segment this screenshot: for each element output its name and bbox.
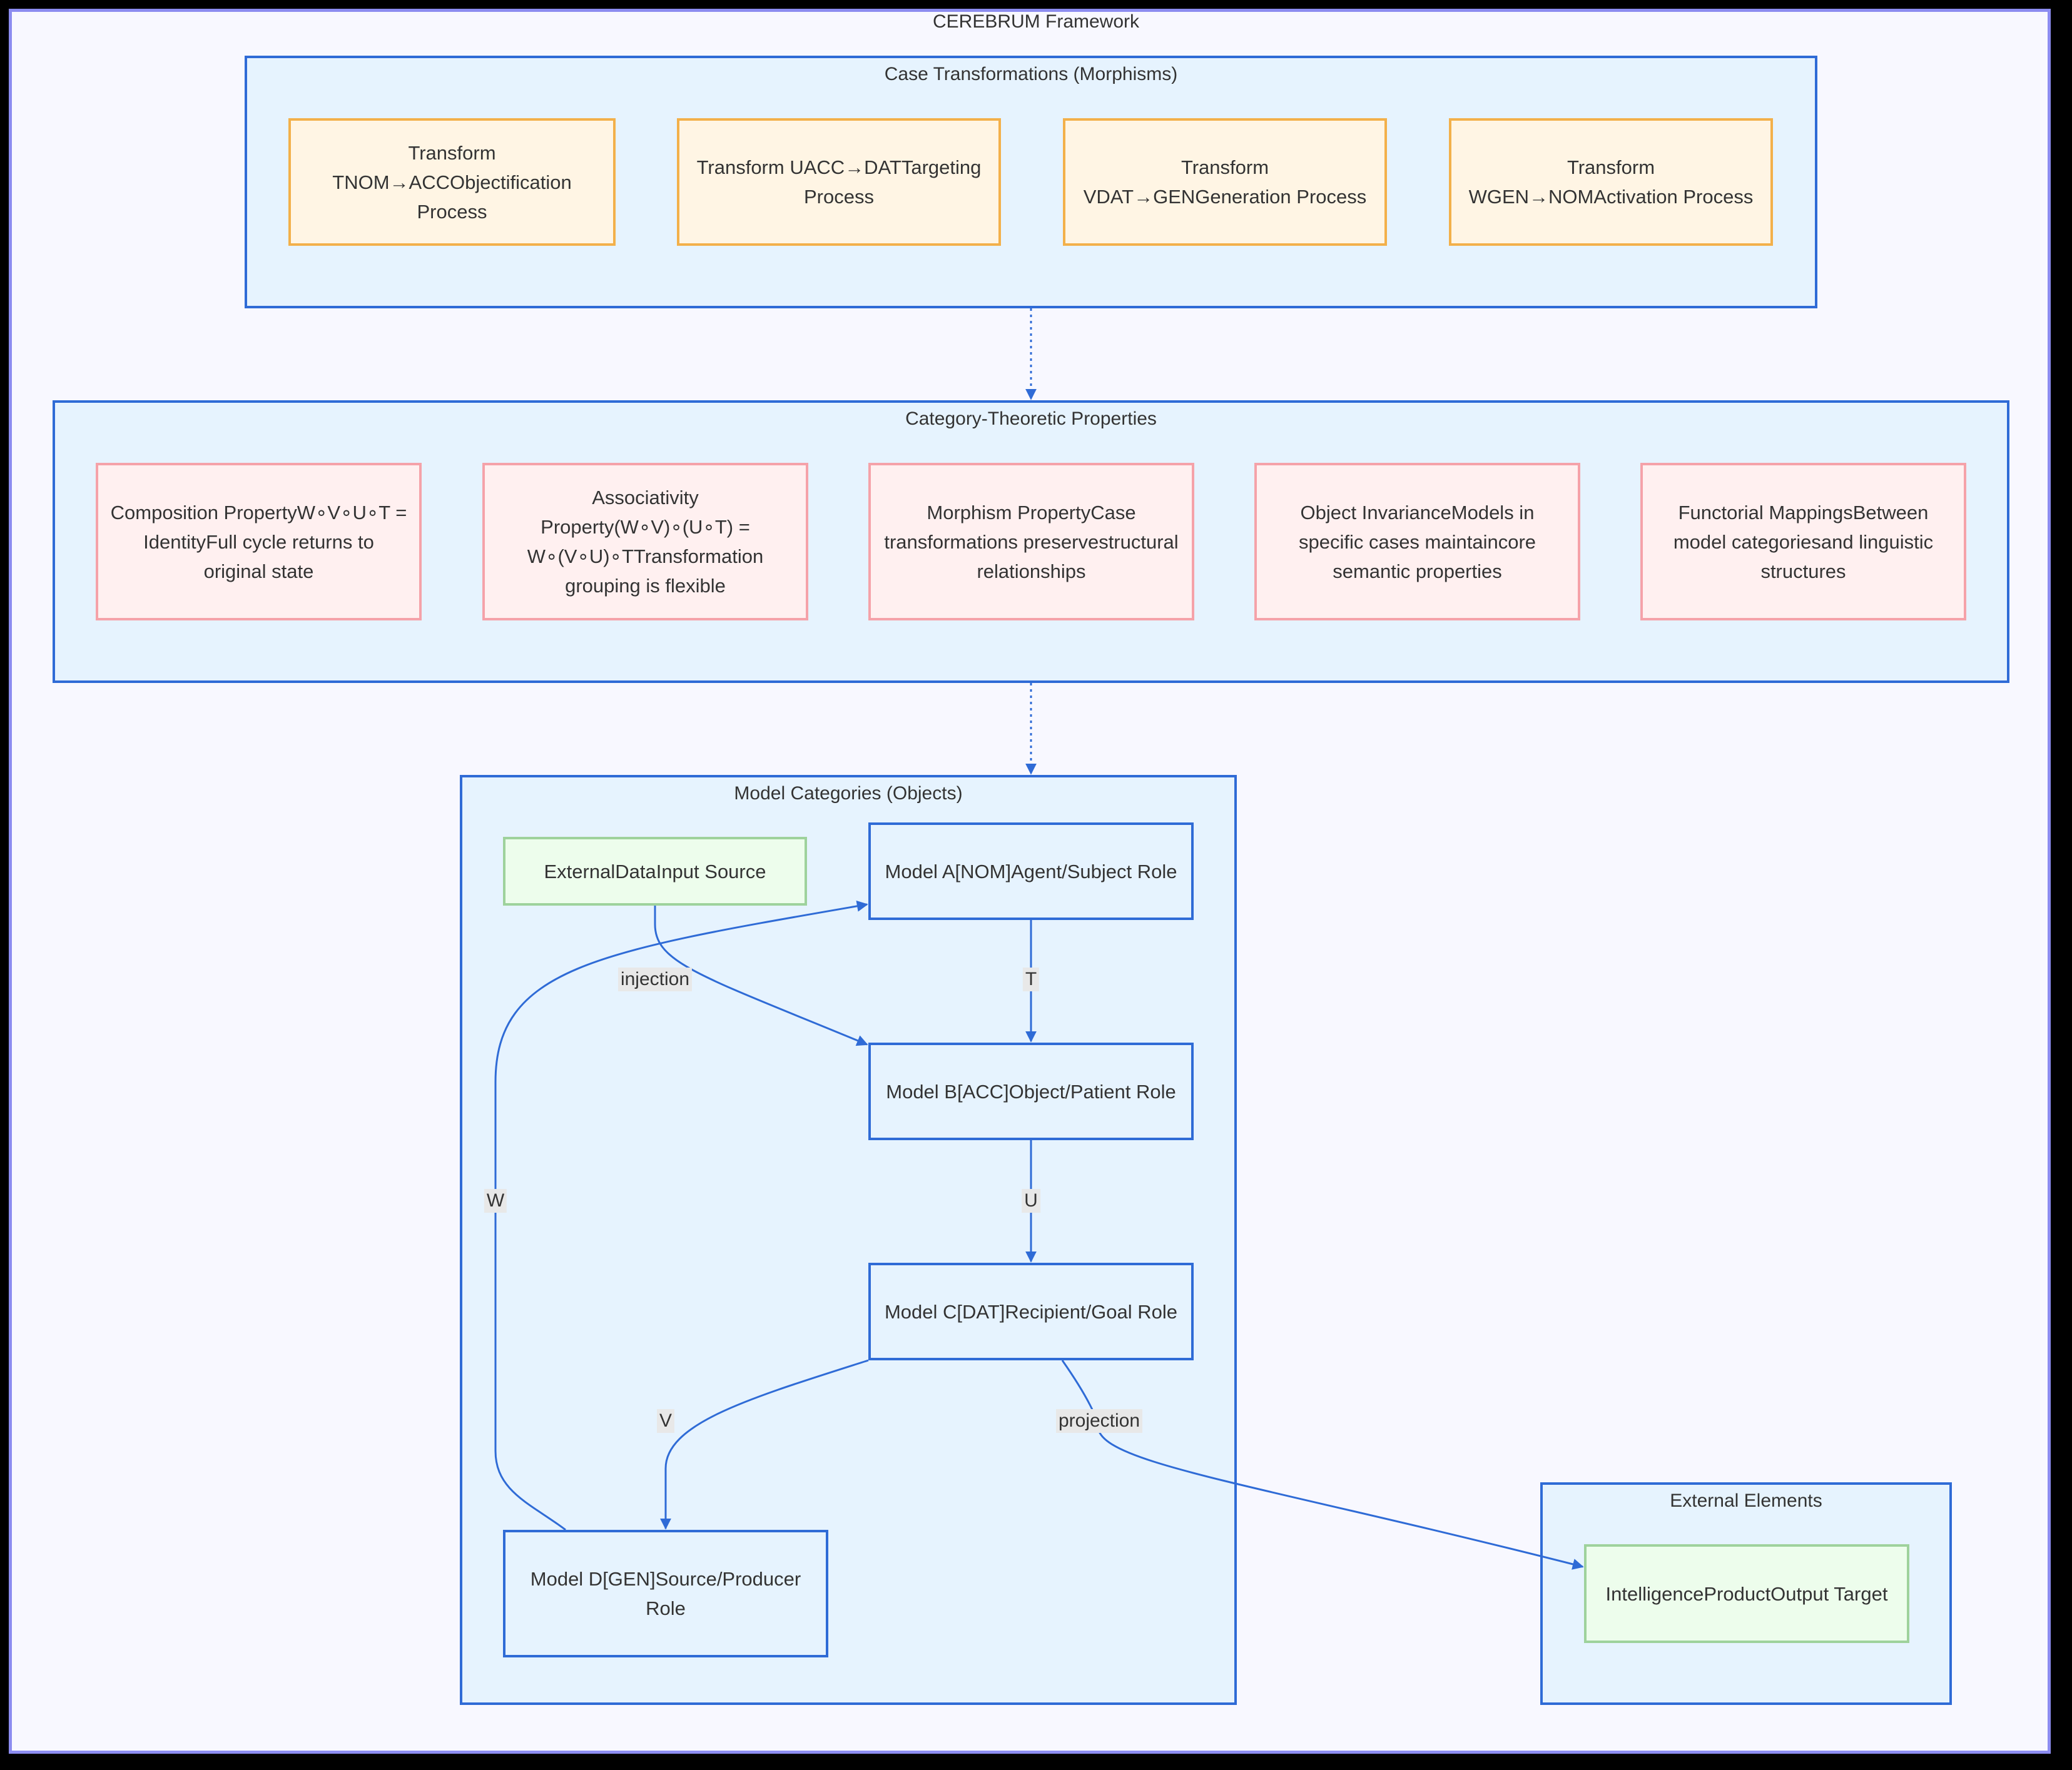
case-transformations-title: Case Transformations (Morphisms) <box>884 64 1178 84</box>
t-label: T <box>1022 968 1040 991</box>
injection-label: injection <box>617 968 693 991</box>
u-label: U <box>1022 1189 1040 1213</box>
framework-title: CEREBRUM Framework <box>932 11 1140 32</box>
edge-v <box>660 1359 869 1530</box>
functorial-mappings-node[interactable]: Functorial MappingsBetween model categor… <box>1640 463 1966 620</box>
associativity-property-node[interactable]: Associativity Property(W∘V)∘(U∘T) = W∘(V… <box>482 463 808 620</box>
model-a-node[interactable]: Model A[NOM]Agent/Subject Role <box>868 822 1194 920</box>
w-label: W <box>484 1189 507 1213</box>
category-properties-title: Category-Theoretic Properties <box>905 408 1157 429</box>
model-b-node[interactable]: Model B[ACC]Object/Patient Role <box>868 1043 1194 1140</box>
edge-w <box>494 900 868 1531</box>
projection-label: projection <box>1055 1409 1143 1433</box>
transform-t-node[interactable]: Transform TNOM→ACCObjectification Proces… <box>288 118 616 246</box>
edge-injection <box>654 906 868 1046</box>
transform-v-node[interactable]: Transform VDAT→GENGeneration Process <box>1063 118 1387 246</box>
transform-w-node[interactable]: Transform WGEN→NOMActivation Process <box>1449 118 1773 246</box>
model-categories-title: Model Categories (Objects) <box>734 783 963 804</box>
model-d-node[interactable]: Model D[GEN]Source/Producer Role <box>503 1530 828 1657</box>
object-invariance-node[interactable]: Object InvarianceModels in specific case… <box>1254 463 1580 620</box>
composition-property-node[interactable]: Composition PropertyW∘V∘U∘T = IdentityFu… <box>96 463 422 620</box>
v-label: V <box>656 1409 675 1433</box>
external-data-input-node[interactable]: ExternalDataInput Source <box>503 837 807 906</box>
edge-projection <box>1061 1360 1584 1570</box>
transform-u-node[interactable]: Transform UACC→DATTargeting Process <box>677 118 1001 246</box>
external-elements-title: External Elements <box>1670 1490 1822 1511</box>
intelligence-product-output-node[interactable]: IntelligenceProductOutput Target <box>1584 1544 1909 1643</box>
morphism-property-node[interactable]: Morphism PropertyCase transformations pr… <box>868 463 1194 620</box>
model-c-node[interactable]: Model C[DAT]Recipient/Goal Role <box>868 1263 1194 1360</box>
